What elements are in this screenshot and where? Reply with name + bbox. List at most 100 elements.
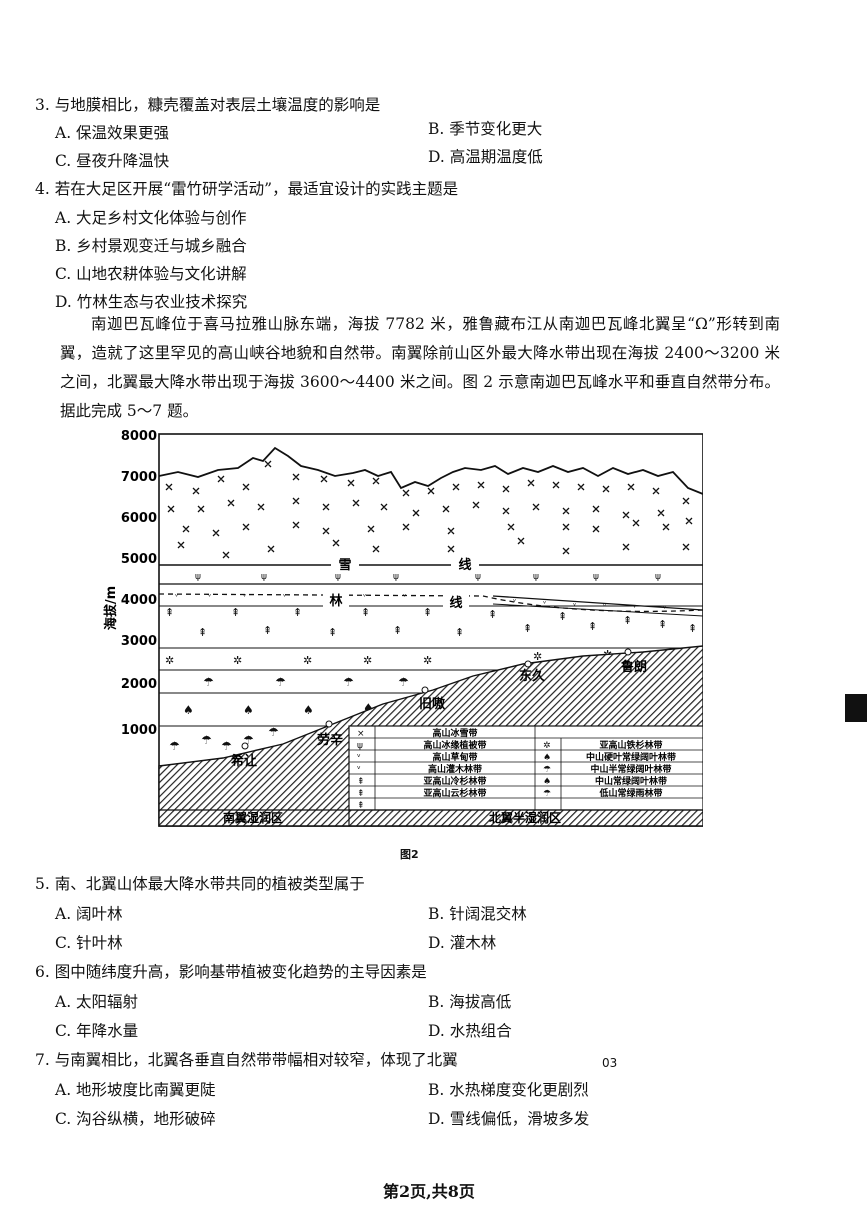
q5-option-c[interactable]: C. 针叶林	[55, 934, 123, 952]
legend-rainforest: 低山常绿雨林带	[598, 787, 662, 799]
q3-option-b[interactable]: B. 季节变化更大	[428, 120, 543, 138]
svg-text:☂: ☂	[268, 725, 279, 739]
svg-text:☂: ☂	[221, 739, 232, 753]
place-jiuao: 旧嗷	[419, 696, 446, 712]
q5-option-a[interactable]: A. 阔叶林	[55, 905, 123, 923]
y-tick-3000: 3000	[121, 634, 157, 649]
y-axis: 8000 7000 6000 5000 4000 3000 2000 1000 …	[103, 429, 157, 738]
q3-option-a[interactable]: A. 保温效果更强	[55, 124, 170, 142]
question-4-stem: 4. 若在大足区开展“雷竹研学活动”，最适宜设计的实践主题是	[35, 180, 459, 198]
mountain-skyline	[158, 446, 704, 495]
q5-option-b[interactable]: B. 针阔混交林	[428, 905, 527, 923]
place-dongjiu: 东久	[519, 668, 546, 684]
svg-text:⇞: ⇞	[488, 608, 497, 621]
legend-alpine-snow: 高山冰雪带	[432, 727, 477, 739]
page-footer: 第2页,共8页	[383, 1182, 475, 1201]
legend-semi-evergreen: 中山半常绿阔叶林带	[590, 763, 671, 775]
y-tick-4000: 4000	[121, 593, 157, 608]
svg-text:⇞: ⇞	[423, 606, 432, 619]
svg-text:ψ: ψ	[335, 572, 341, 582]
svg-text:ᵛ: ᵛ	[175, 592, 178, 601]
q5-option-d[interactable]: D. 灌木林	[428, 934, 497, 952]
svg-text:⇞: ⇞	[231, 606, 240, 619]
svg-text:ψ: ψ	[655, 572, 661, 582]
zone-south-humid: 南翼湿润区	[223, 810, 283, 825]
svg-text:ᵛ: ᵛ	[363, 592, 366, 601]
y-axis-label: 海拔/m	[103, 586, 119, 630]
place-markers	[241, 648, 632, 750]
svg-text:☂: ☂	[275, 675, 286, 689]
q7-option-a[interactable]: A. 地形坡度比南翼更陡	[55, 1081, 216, 1099]
svg-text:ᵛ: ᵛ	[208, 592, 211, 601]
svg-text:ψ: ψ	[357, 741, 363, 751]
svg-text:♠: ♠	[543, 753, 551, 763]
place-labels: 希让 劳辛 旧嗷 东久 鲁朗	[231, 659, 647, 769]
q4-option-b[interactable]: B. 乡村景观变迁与城乡融合	[55, 237, 247, 255]
q4-option-d[interactable]: D. 竹林生态与农业技术探究	[55, 293, 248, 311]
svg-text:⇞: ⇞	[293, 606, 302, 619]
question-7-stem: 7. 与南翼相比，北翼各垂直自然带带幅相对较窄，体现了北翼	[35, 1051, 458, 1069]
vegetation-zone-diagram: 8000 7000 6000 5000 4000 3000 2000 1000 …	[103, 429, 704, 827]
svg-text:✲: ✲	[165, 654, 174, 667]
q6-option-b[interactable]: B. 海拔高低	[428, 993, 512, 1011]
svg-text:✲: ✲	[423, 654, 432, 667]
zone-north-semihumid: 北翼半湿润区	[489, 810, 561, 825]
q3-option-c[interactable]: C. 昼夜升降温快	[55, 152, 170, 170]
question-6-stem: 6. 图中随纬度升高，影响基带植被变化趋势的主导因素是	[35, 963, 427, 981]
svg-text:♠: ♠	[363, 701, 374, 715]
q4-option-a[interactable]: A. 大足乡村文化体验与创作	[55, 209, 247, 227]
y-tick-8000: 8000	[121, 429, 157, 444]
svg-text:♠: ♠	[543, 777, 551, 787]
q7-option-b[interactable]: B. 水热梯度变化更剧烈	[428, 1081, 589, 1099]
svg-text:⇞: ⇞	[688, 622, 697, 635]
svg-text:⇞: ⇞	[455, 626, 464, 639]
svg-text:♠: ♠	[243, 703, 254, 717]
svg-text:ᵛ: ᵛ	[283, 592, 286, 601]
svg-text:⇞: ⇞	[361, 606, 370, 619]
q4-option-c[interactable]: C. 山地农耕体验与文化讲解	[55, 265, 247, 283]
svg-text:×: ×	[357, 729, 365, 739]
legend-subalpine-spruce: 亚高山云杉林带	[423, 787, 486, 799]
snow-line-label-2: 线	[458, 557, 471, 573]
svg-text:⇞: ⇞	[357, 801, 365, 811]
legend-hard-broadleaf: 中山硬叶常绿阔叶林带	[586, 751, 676, 763]
snow-line-label-1: 雪	[338, 557, 351, 573]
legend-ice-edge: 高山冰缘植被带	[423, 739, 486, 751]
svg-text:☂: ☂	[243, 733, 254, 747]
svg-text:✲: ✲	[303, 654, 312, 667]
y-tick-5000: 5000	[121, 552, 157, 567]
tree-line-label-2: 线	[449, 595, 462, 611]
svg-text:⇞: ⇞	[523, 622, 532, 635]
q6-option-c[interactable]: C. 年降水量	[55, 1022, 139, 1040]
svg-text:⇞: ⇞	[357, 789, 365, 799]
svg-text:ψ: ψ	[195, 572, 201, 582]
y-tick-7000: 7000	[121, 470, 157, 485]
tree-line-label-1: 林	[329, 593, 342, 609]
legend-subalpine-fir: 亚高山冷杉林带	[423, 775, 486, 787]
y-tick-2000: 2000	[121, 677, 157, 692]
q6-option-a[interactable]: A. 太阳辐射	[55, 993, 139, 1011]
svg-text:⇞: ⇞	[263, 624, 272, 637]
place-xirang: 希让	[231, 753, 257, 769]
q6-option-d[interactable]: D. 水热组合	[428, 1022, 512, 1040]
svg-text:♠: ♠	[303, 703, 314, 717]
svg-text:☂: ☂	[343, 675, 354, 689]
legend: ×ψᵛ ᵛ⇞⇞ ⇞ ✲♠☂ ♠☂ 高山冰雪带 高山冰缘植被带 高山草甸带 高山灌…	[348, 725, 704, 811]
question-3-stem: 3. 与地膜相比，糠壳覆盖对表层土壤温度的影响是	[35, 96, 381, 114]
svg-text:⇞: ⇞	[658, 618, 667, 631]
svg-text:ᵛ: ᵛ	[243, 592, 246, 601]
svg-text:ᵛ: ᵛ	[633, 603, 636, 612]
svg-text:ᵛ: ᵛ	[357, 765, 361, 775]
svg-text:ᵛ: ᵛ	[357, 753, 361, 763]
question-5-stem: 5. 南、北翼山体最大降水带共同的植被类型属于	[35, 875, 365, 893]
svg-text:☂: ☂	[203, 675, 214, 689]
svg-text:⇞: ⇞	[623, 614, 632, 627]
svg-text:♠: ♠	[183, 703, 194, 717]
y-tick-1000: 1000	[121, 723, 157, 738]
q3-option-d[interactable]: D. 高温期温度低	[428, 148, 543, 166]
svg-text:ᵛ: ᵛ	[663, 604, 666, 613]
svg-text:ψ: ψ	[393, 572, 399, 582]
q7-option-c[interactable]: C. 沟谷纵横，地形破碎	[55, 1110, 216, 1128]
q7-option-d[interactable]: D. 雪线偏低，滑坡多发	[428, 1110, 590, 1128]
